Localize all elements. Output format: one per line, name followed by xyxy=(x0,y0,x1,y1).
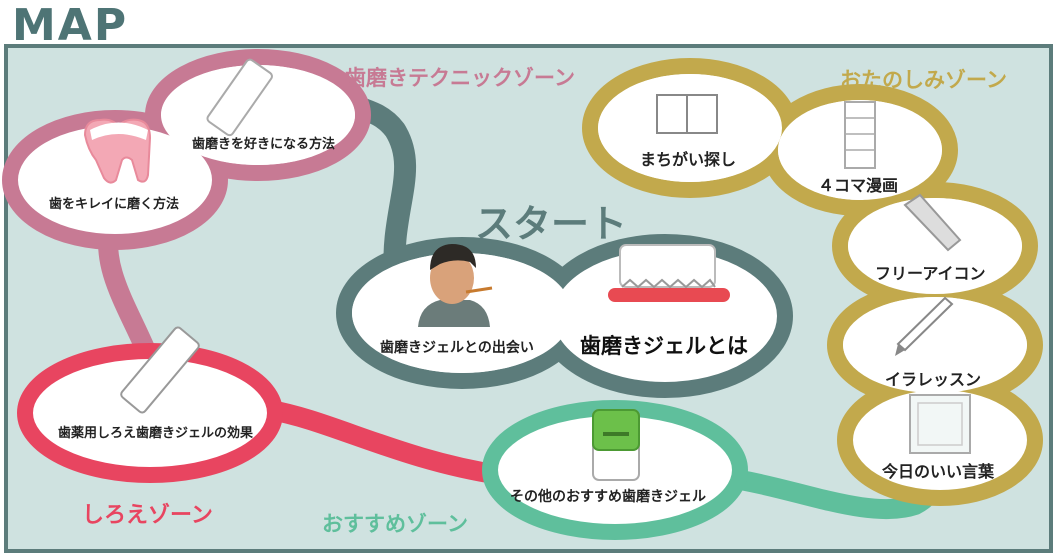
node-illust-lesson-label[interactable]: イラレッスン xyxy=(885,370,982,389)
tooth-icon xyxy=(83,118,152,184)
four-panel-icon xyxy=(844,101,876,169)
page-title: MAP xyxy=(12,0,129,51)
node-spot-difference-label[interactable]: まちがい探し xyxy=(640,150,737,169)
node-medicated-effect-label[interactable]: 歯薬用しろえ歯磨きジェルの効果 xyxy=(58,426,254,441)
zone-technique-label: 歯磨きテクニックゾーン xyxy=(345,66,575,90)
zone-fun-label: おたのしみゾーン xyxy=(840,68,1007,92)
node-clean-teeth-label[interactable]: 歯をキレイに磨く方法 xyxy=(49,197,180,212)
paint-tube-icon xyxy=(903,193,962,252)
start-title: スタート xyxy=(475,202,628,246)
gel-dispenser-icon xyxy=(592,409,640,481)
node-what-is-gel-label[interactable]: 歯磨きジェルとは xyxy=(580,334,748,358)
person-icon xyxy=(418,244,493,327)
comic-page-icon xyxy=(656,94,718,134)
path-shiroe-to-recommend xyxy=(260,400,510,485)
node-like-brushing-label[interactable]: 歯磨きを好きになる方法 xyxy=(192,137,336,152)
zone-recommend-label: おすすめゾーン xyxy=(322,512,468,536)
toothbrush-icon xyxy=(608,244,730,302)
node-todays-words-label[interactable]: 今日のいい言葉 xyxy=(882,462,995,481)
gel-tube-icon xyxy=(120,326,200,414)
node-medicated-effect xyxy=(17,343,283,483)
frame-icon xyxy=(909,394,971,454)
node-other-gels-label[interactable]: その他のおすすめ歯磨きジェル xyxy=(510,489,706,505)
node-four-panel-label[interactable]: ４コマ漫画 xyxy=(818,176,899,195)
tube-icon xyxy=(206,58,273,137)
pencil-icon xyxy=(895,296,954,356)
node-free-icon-label[interactable]: フリーアイコン xyxy=(875,264,986,283)
zone-shiroe-label: しろえゾーン xyxy=(82,503,213,528)
node-encounter-label[interactable]: 歯磨きジェルとの出会い xyxy=(380,340,534,356)
